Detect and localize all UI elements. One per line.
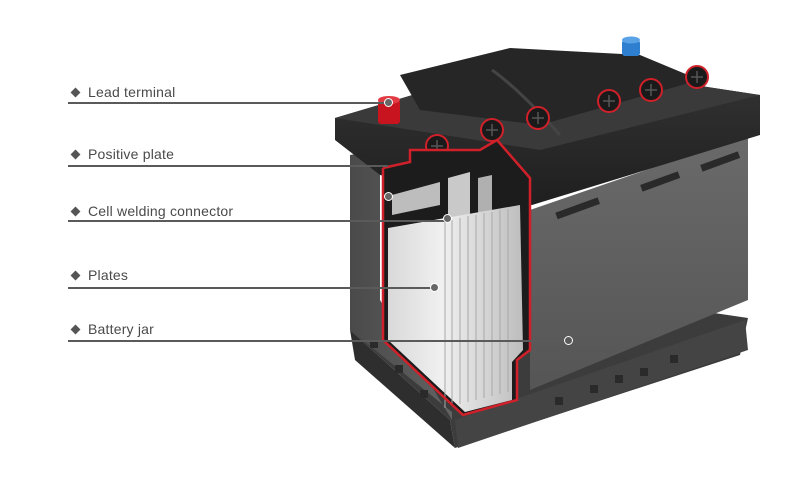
cutaway-section bbox=[381, 138, 532, 417]
label-plates: Plates bbox=[70, 267, 128, 283]
diamond-bullet-icon bbox=[70, 149, 81, 159]
leader-line-positive-plate bbox=[68, 165, 388, 167]
leader-line-lead-terminal bbox=[68, 102, 388, 104]
leader-line-cell-welding-connector bbox=[68, 220, 446, 222]
label-positive-plate: Positive plate bbox=[70, 146, 174, 162]
diamond-bullet-icon bbox=[70, 87, 81, 97]
marker-dot-cell-welding-connector bbox=[443, 214, 452, 223]
label-text: Battery jar bbox=[88, 321, 154, 337]
marker-dot-plates bbox=[430, 283, 439, 292]
label-text: Lead terminal bbox=[88, 84, 176, 100]
label-lead-terminal: Lead terminal bbox=[70, 84, 175, 100]
marker-dot-lead-terminal bbox=[384, 98, 393, 107]
label-text: Plates bbox=[88, 267, 129, 283]
marker-dot-battery-jar bbox=[564, 336, 573, 345]
marker-dot-positive-plate bbox=[384, 192, 393, 201]
diamond-bullet-icon bbox=[70, 270, 81, 280]
label-battery-jar: Battery jar bbox=[70, 321, 154, 337]
negative-terminal bbox=[622, 36, 640, 56]
cutaway-outline bbox=[381, 138, 532, 417]
label-cell-welding-connector: Cell welding connector bbox=[70, 203, 233, 219]
diamond-bullet-icon bbox=[70, 206, 81, 216]
diamond-bullet-icon bbox=[70, 324, 81, 334]
label-text: Positive plate bbox=[88, 146, 175, 162]
label-text: Cell welding connector bbox=[88, 203, 234, 219]
leader-line-plates bbox=[68, 287, 432, 289]
leader-line-battery-jar bbox=[68, 340, 564, 342]
battery-casing bbox=[350, 135, 748, 420]
